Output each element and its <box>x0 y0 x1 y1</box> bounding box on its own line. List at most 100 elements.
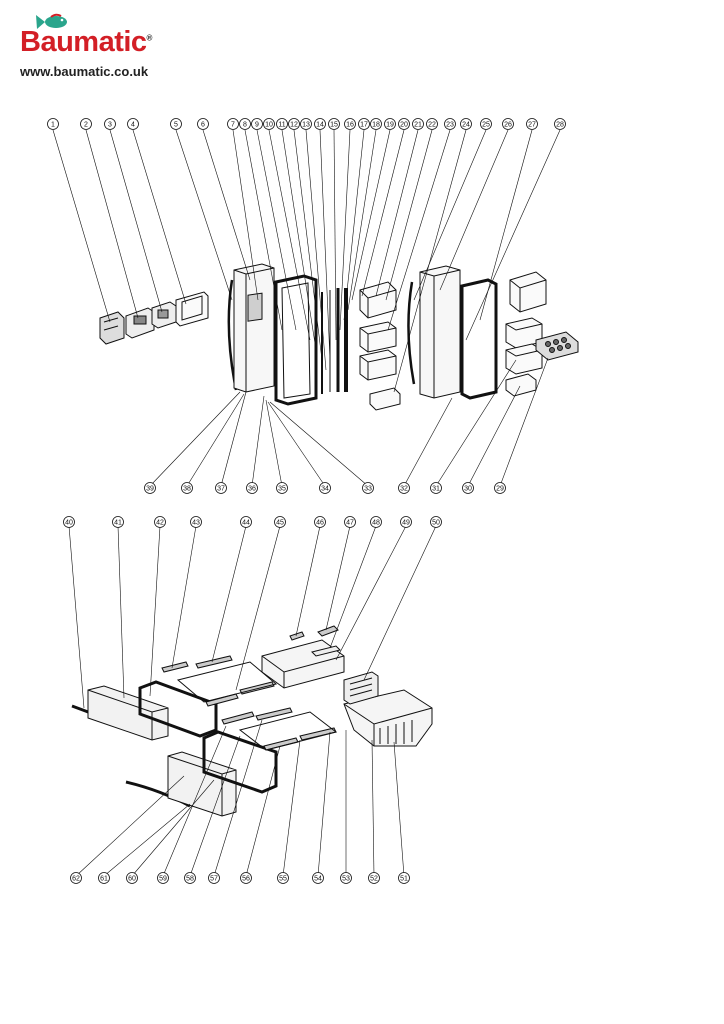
callout-number: 14 <box>316 121 324 128</box>
callout-27: 27 <box>526 118 538 130</box>
callout-2: 2 <box>80 118 92 130</box>
door-bin-top <box>359 281 397 319</box>
upper-drawer-front <box>87 685 169 741</box>
callout-33: 33 <box>362 482 374 494</box>
callout-circle <box>276 482 288 494</box>
callout-29: 29 <box>494 482 506 494</box>
callout-circle <box>63 516 75 528</box>
callout-57: 57 <box>208 872 220 884</box>
door-bin-middle <box>359 321 397 353</box>
callout-59: 59 <box>157 872 169 884</box>
callout-circle <box>300 118 312 130</box>
callout-56: 56 <box>240 872 252 884</box>
callout-circle <box>70 872 82 884</box>
callout-number: 21 <box>414 121 422 128</box>
callout-49: 49 <box>400 516 412 528</box>
callout-25: 25 <box>480 118 492 130</box>
callout-circle <box>400 516 412 528</box>
callout-38: 38 <box>181 482 193 494</box>
callout-10: 10 <box>263 118 275 130</box>
callout-circle <box>312 872 324 884</box>
callout-53: 53 <box>340 872 352 884</box>
callout-circle <box>190 516 202 528</box>
callout-47: 47 <box>344 516 356 528</box>
small-right-bin <box>505 373 537 397</box>
callout-circle <box>502 118 514 130</box>
callout-17: 17 <box>358 118 370 130</box>
callout-number: 3 <box>108 121 112 128</box>
callout-circle <box>554 118 566 130</box>
callout-number: 37 <box>217 485 225 492</box>
callout-number: 52 <box>370 875 378 882</box>
callout-circle <box>157 872 169 884</box>
callout-37: 37 <box>215 482 227 494</box>
callout-number: 57 <box>210 875 218 882</box>
callout-number: 44 <box>242 519 250 526</box>
callout-13: 13 <box>300 118 312 130</box>
callout-number: 54 <box>314 875 322 882</box>
callout-circle <box>239 118 251 130</box>
callout-28: 28 <box>554 118 566 130</box>
callout-circle <box>208 872 220 884</box>
callout-31: 31 <box>430 482 442 494</box>
callout-number: 31 <box>432 485 440 492</box>
callout-circle <box>344 516 356 528</box>
callout-number: 16 <box>346 121 354 128</box>
callout-23: 23 <box>444 118 456 130</box>
callout-9: 9 <box>251 118 263 130</box>
callout-number: 13 <box>302 121 310 128</box>
callout-15: 15 <box>328 118 340 130</box>
callout-circle <box>184 872 196 884</box>
callout-51: 51 <box>398 872 410 884</box>
drawer-clip-small <box>289 631 305 641</box>
callout-circle <box>368 872 380 884</box>
callout-number: 33 <box>364 485 372 492</box>
callout-circle <box>328 118 340 130</box>
callout-circle <box>170 118 182 130</box>
callout-circle <box>127 118 139 130</box>
callout-number: 11 <box>278 121 285 128</box>
callout-number: 49 <box>402 519 410 526</box>
callout-circle <box>181 482 193 494</box>
callout-14: 14 <box>314 118 326 130</box>
drawer-clip-pair <box>317 625 339 637</box>
callout-number: 51 <box>400 875 408 882</box>
callout-number: 23 <box>446 121 454 128</box>
callout-number: 17 <box>360 121 368 128</box>
website-link[interactable]: www.baumatic.co.uk <box>20 64 149 79</box>
bracket-part-1 <box>99 311 125 345</box>
callout-number: 2 <box>84 121 88 128</box>
callout-46: 46 <box>314 516 326 528</box>
callout-circle <box>47 118 59 130</box>
callout-circle <box>251 118 263 130</box>
callout-54: 54 <box>312 872 324 884</box>
callout-41: 41 <box>112 516 124 528</box>
egg-tray <box>535 331 579 361</box>
callout-number: 1 <box>51 121 55 128</box>
callout-number: 35 <box>278 485 286 492</box>
callout-6: 6 <box>197 118 209 130</box>
right-door-handle <box>407 281 416 385</box>
callout-number: 45 <box>276 519 284 526</box>
brand-name-text: Baumatic <box>20 26 147 58</box>
callout-26: 26 <box>502 118 514 130</box>
callout-number: 26 <box>504 121 512 128</box>
callout-12: 12 <box>288 118 300 130</box>
callout-48: 48 <box>370 516 382 528</box>
callout-number: 50 <box>432 519 440 526</box>
upper-assembly <box>52 129 579 487</box>
callout-43: 43 <box>190 516 202 528</box>
callout-circle <box>494 482 506 494</box>
callout-circle <box>144 482 156 494</box>
callout-number: 36 <box>248 485 256 492</box>
callout-circle <box>480 118 492 130</box>
lower-drawer-gasket <box>202 730 278 794</box>
lower-slide-rails <box>221 707 337 751</box>
callout-32: 32 <box>398 482 410 494</box>
callout-number: 40 <box>65 519 73 526</box>
callout-circle <box>288 118 300 130</box>
callout-21: 21 <box>412 118 424 130</box>
callout-circle <box>240 516 252 528</box>
callout-39: 39 <box>144 482 156 494</box>
callout-circle <box>362 482 374 494</box>
